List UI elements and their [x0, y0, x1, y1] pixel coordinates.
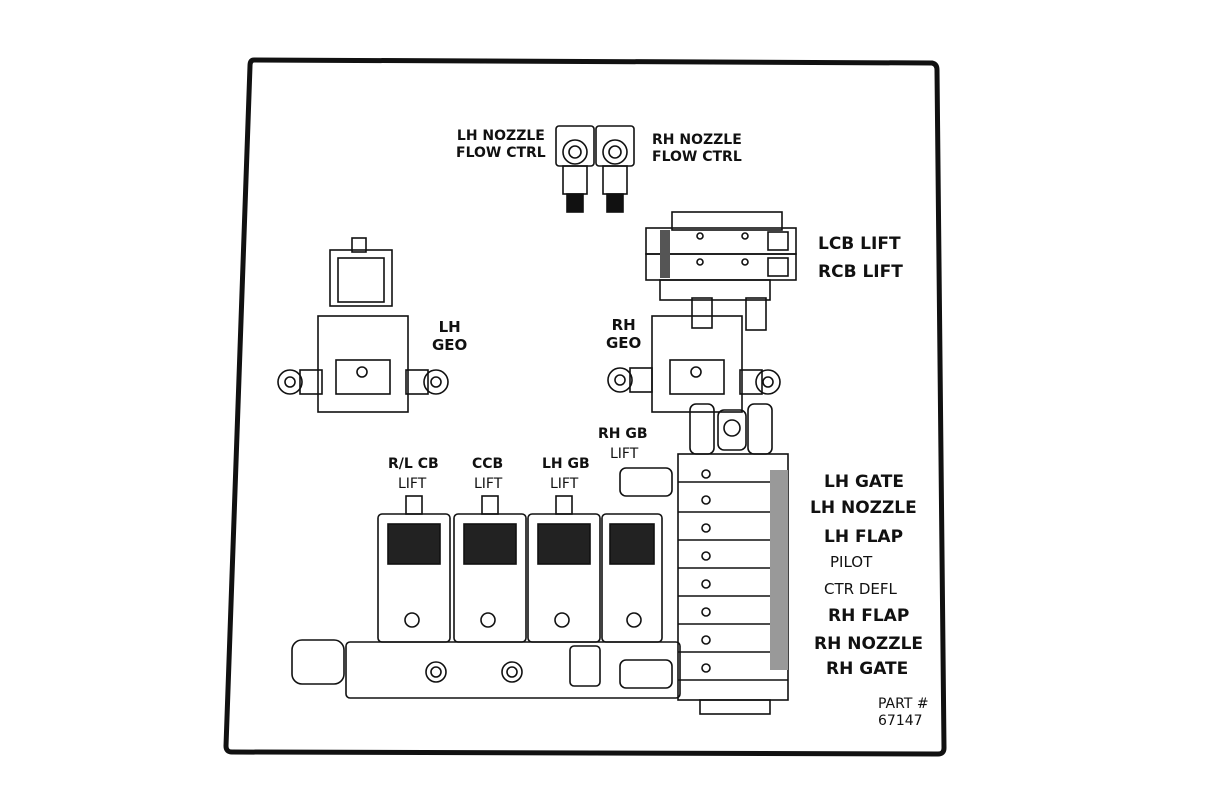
lh-gate-label: LH GATE — [824, 472, 904, 492]
rh-gb-lift-label: LIFT — [610, 446, 639, 462]
pilot-label: PILOT — [830, 553, 873, 571]
rh-geo-label: RH GEO — [606, 316, 642, 352]
ccb-lift-valve — [453, 495, 527, 643]
rh-nozzle-flow-ctrl-valve — [595, 125, 635, 213]
main-valve-manifold — [619, 453, 789, 715]
rh-nozzle-label: RH NOZZLE — [814, 634, 924, 654]
rh-gb-lift-valve — [601, 513, 663, 643]
diagram-border — [223, 57, 947, 757]
lcb-rcb-lift-valves — [645, 211, 797, 331]
rh-gb-label: RH GB — [598, 426, 648, 442]
ccb-lift-label: LIFT — [474, 476, 503, 492]
rh-gate-label: RH GATE — [826, 659, 909, 679]
ctr-defl-label: CTR DEFL — [824, 580, 897, 598]
lh-nozzle-label: LH NOZZLE — [810, 498, 917, 518]
ccb-label: CCB — [472, 456, 504, 472]
rh-nozzle-flow-ctrl-label: RH NOZZLE FLOW CTRL — [652, 132, 742, 165]
lh-gb-lift-label: LIFT — [550, 476, 579, 492]
rl-cb-lift-valve — [377, 495, 451, 643]
lh-flap-label: LH FLAP — [824, 527, 904, 547]
lcb-lift-label: LCB LIFT — [818, 234, 901, 254]
lh-gb-lift-valve — [527, 495, 601, 643]
lh-geo-valve — [277, 237, 449, 413]
rl-cb-lift-label: LIFT — [398, 476, 427, 492]
part-number: PART # 67147 — [878, 696, 929, 729]
rh-flap-label: RH FLAP — [828, 606, 910, 626]
rh-geo-valve — [607, 315, 781, 413]
rcb-lift-label: RCB LIFT — [818, 262, 903, 282]
lh-nozzle-flow-ctrl-valve — [555, 125, 595, 213]
lh-geo-label: LH GEO — [432, 318, 468, 354]
rl-cb-label: R/L CB — [388, 456, 439, 472]
bottom-manifold — [291, 639, 681, 699]
lh-gb-label: LH GB — [542, 456, 590, 472]
lh-nozzle-flow-ctrl-label: LH NOZZLE FLOW CTRL — [456, 128, 546, 161]
